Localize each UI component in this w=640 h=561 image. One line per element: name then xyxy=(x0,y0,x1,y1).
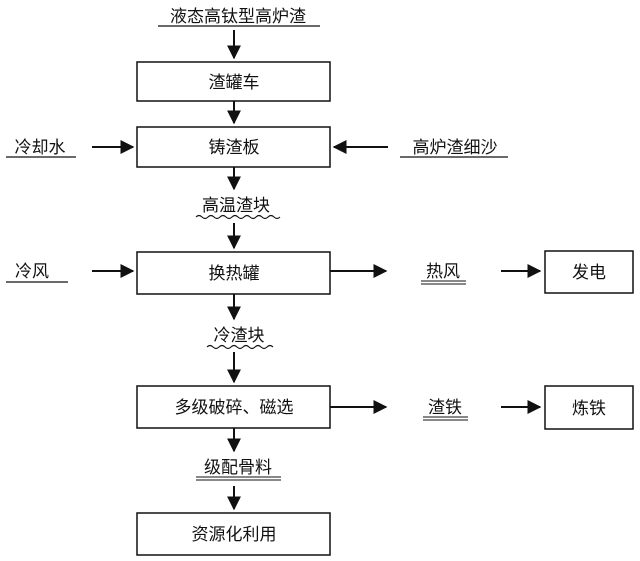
label-cooling-water: 冷却水 xyxy=(15,138,66,158)
box-resource-utilization xyxy=(136,512,331,556)
label-power-generation: 发电 xyxy=(572,263,606,283)
box-power-generation xyxy=(544,250,634,294)
label-ironmaking: 炼铁 xyxy=(572,399,606,419)
label-input: 液态高钛型高炉渣 xyxy=(170,7,306,27)
label-graded-aggregate: 级配骨料 xyxy=(204,458,272,478)
label-crushing-magnetic-sep: 多级破碎、磁选 xyxy=(175,398,294,418)
box-slag-casting-plate xyxy=(136,126,331,168)
wavy-underline-high-temp xyxy=(195,214,281,220)
box-ironmaking xyxy=(544,385,634,430)
label-hot-air: 热风 xyxy=(426,262,460,282)
label-heat-exchange-tank: 换热罐 xyxy=(209,264,260,284)
label-slag-iron: 渣铁 xyxy=(428,398,462,418)
label-resource-utilization: 资源化利用 xyxy=(192,525,277,545)
label-cold-slag-block: 冷渣块 xyxy=(214,326,265,346)
label-bf-slag-fine-sand: 高炉渣细沙 xyxy=(413,138,498,158)
label-slag-casting-plate: 铸渣板 xyxy=(209,138,260,158)
box-crushing-magnetic-sep xyxy=(136,385,331,429)
wavy-underline-cold-slag xyxy=(206,344,274,350)
label-cold-air: 冷风 xyxy=(15,262,49,282)
label-high-temp-slag-block: 高温渣块 xyxy=(202,196,270,216)
label-slag-tank-car: 渣罐车 xyxy=(209,73,260,93)
box-slag-tank-car xyxy=(136,61,331,102)
